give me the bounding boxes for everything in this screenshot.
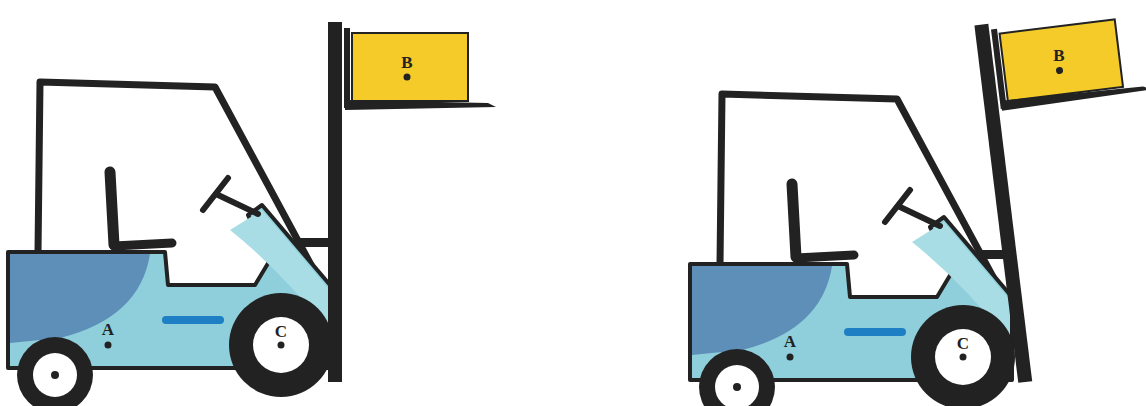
point-label: A bbox=[784, 333, 796, 350]
point-label: A bbox=[102, 321, 114, 338]
point-label: B bbox=[1053, 47, 1064, 64]
point-label: C bbox=[957, 335, 969, 352]
point-label: B bbox=[401, 54, 412, 71]
point-label: C bbox=[275, 323, 287, 340]
